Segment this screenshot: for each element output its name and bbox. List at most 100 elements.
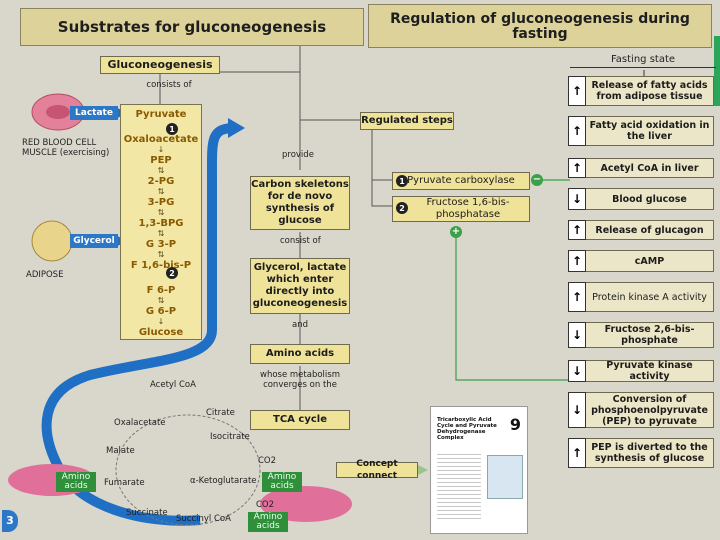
adipose-cell <box>31 220 73 262</box>
fasting-item: ↓Blood glucose <box>568 188 714 210</box>
pathway-f16bp: F 1,6-bis-P <box>130 260 192 271</box>
pathway-arrow: ⇅ <box>157 229 165 238</box>
fbp-label: Fructose 1,6-bis-phosphatase <box>426 197 510 220</box>
adipose-label: ADIPOSE <box>26 270 64 280</box>
inhibit-sign: − <box>531 174 543 186</box>
and-label: and <box>292 320 308 330</box>
fasting-item: ↑Protein kinase A activity <box>568 282 714 312</box>
arrow-up-icon: ↑ <box>568 438 586 468</box>
provide-label: provide <box>282 150 314 160</box>
lactate-label: Lactate <box>70 106 118 120</box>
fbp-connector <box>371 180 392 207</box>
fasting-item: ↑Fatty acid oxidation in the liver <box>568 116 714 146</box>
tca-oxalacetate: Oxalacetate <box>114 418 166 428</box>
right-title: Regulation of gluconeogenesis during fas… <box>368 4 712 48</box>
fasting-item-text: Fatty acid oxidation in the liver <box>586 116 714 146</box>
pathway-arrow: ↓ <box>157 317 165 326</box>
arrow-up-icon: ↑ <box>568 282 586 312</box>
amino-acids-right-2: Amino acids <box>248 512 288 532</box>
amino-acids-left: Amino acids <box>56 472 96 492</box>
fasting-item-text: Release of glucagon <box>586 220 714 240</box>
arrow-down-icon: ↓ <box>568 322 586 348</box>
pathway-glucose: Glucose <box>138 327 184 338</box>
fasting-item-text: cAMP <box>586 250 714 272</box>
glycerol-label: Glycerol <box>70 234 118 248</box>
edge-strip <box>714 36 720 106</box>
amino-acids-right-1: Amino acids <box>262 472 302 492</box>
arrow-down-icon: ↓ <box>568 188 586 210</box>
arrow-up-icon: ↑ <box>568 116 586 146</box>
book-chapter: 9 <box>509 415 521 434</box>
tca-co2-2: CO2 <box>256 500 275 510</box>
step-1-marker: 1 <box>166 123 178 135</box>
pathway-arrow: ⇅ <box>157 166 165 175</box>
fasting-item: ↓Pyruvate kinase activity <box>568 360 714 382</box>
tca-succinate: Succinate <box>126 508 168 518</box>
concept-arrowhead <box>418 465 428 475</box>
pathway-f6p: F 6-P <box>146 285 176 296</box>
fasting-item-text: Blood glucose <box>586 188 714 210</box>
fasting-item: ↑cAMP <box>568 250 714 272</box>
book-figure <box>487 455 523 499</box>
carbon-skeletons-box: Carbon skeletons for de novo synthesis o… <box>250 176 350 230</box>
tca-fumarate: Fumarate <box>104 478 145 488</box>
pathway-arrow: ⇅ <box>157 187 165 196</box>
arrow-down-icon: ↓ <box>568 360 586 382</box>
pc-label: Pyruvate carboxylase <box>407 175 515 186</box>
regulated-steps-box: Regulated steps <box>360 112 454 130</box>
fasting-item: ↓Fructose 2,6-bis-phosphate <box>568 322 714 348</box>
consist-of-label: consist of <box>280 236 321 246</box>
green-line-f26bp <box>455 232 570 381</box>
tca-akg: α-Ketoglutarate <box>190 476 257 486</box>
fasting-header: Fasting state <box>570 54 716 68</box>
pathway-oxaloacetate: Oxaloacetate <box>123 134 199 145</box>
fasting-item-text: Protein kinase A activity <box>586 282 714 312</box>
consists-of-label: consists of <box>146 80 192 90</box>
blue-arrowhead <box>228 118 245 138</box>
left-title: Substrates for gluconeogenesis <box>20 8 364 46</box>
tca-malate: Malate <box>106 446 135 456</box>
arrow-up-icon: ↑ <box>568 220 586 240</box>
arrow-up-icon: ↑ <box>568 158 586 178</box>
pc-connector <box>371 128 392 181</box>
book-title: Tricarboxylic Acid Cycle and Pyruvate De… <box>437 417 497 441</box>
pathway-pyruvate: Pyruvate <box>135 109 187 120</box>
fasting-item: ↓Conversion of phosphoenolpyruvate (PEP)… <box>568 392 714 428</box>
fasting-item: ↑Release of glucagon <box>568 220 714 240</box>
fbpase-box: Fructose 1,6-bis-phosphatase <box>392 196 530 222</box>
pathway-3pg: 3-PG <box>147 197 175 208</box>
pathway-arrow: ↓ <box>157 145 165 154</box>
fasting-item: ↑PEP is diverted to the synthesis of glu… <box>568 438 714 468</box>
activate-sign: + <box>450 226 462 238</box>
pathway-arrow: ⇅ <box>157 208 165 217</box>
page-number: 3 <box>2 510 18 532</box>
fasting-item: ↑Release of fatty acids from adipose tis… <box>568 76 714 106</box>
fasting-item-text: Pyruvate kinase activity <box>586 360 714 382</box>
pathway-box <box>120 104 202 340</box>
pathway-list: Pyruvate Oxaloacetate ↓ PEP ⇅ 2-PG ⇅ 3-P… <box>120 108 202 339</box>
pyruvate-carboxylase-box: Pyruvate carboxylase <box>392 172 530 190</box>
glycerol-lactate-box: Glycerol, lactate which enter directly i… <box>250 258 350 314</box>
tca-co2-1: CO2 <box>258 456 277 466</box>
tca-isocitrate: Isocitrate <box>210 432 250 442</box>
rbc-label: RED BLOOD CELL MUSCLE (exercising) <box>22 138 110 158</box>
fasting-item-text: Acetyl CoA in liver <box>586 158 714 178</box>
fbp-step-marker: 2 <box>396 202 408 214</box>
pathway-13bpg: 1,3-BPG <box>138 218 184 229</box>
whose-metabolism-label: whose metabolism converges on the <box>260 370 340 390</box>
pathway-pep: PEP <box>150 155 172 166</box>
tca-cycle-ring <box>115 414 261 526</box>
fasting-item-text: Release of fatty acids from adipose tiss… <box>586 76 714 106</box>
red-blood-cell-center <box>46 105 70 119</box>
tca-cycle-box: TCA cycle <box>250 410 350 430</box>
arrow-up-icon: ↑ <box>568 76 586 106</box>
tca-succinyl-coa: Succinyl CoA <box>176 514 231 524</box>
pathway-g6p: G 6-P <box>145 306 177 317</box>
pathway-arrow: ⇅ <box>157 296 165 305</box>
fasting-item-text: Fructose 2,6-bis-phosphate <box>586 322 714 348</box>
step-2-marker: 2 <box>166 267 178 279</box>
arrow-down-icon: ↓ <box>568 392 586 428</box>
tca-acetyl-coa: Acetyl CoA <box>150 380 196 390</box>
fasting-item-text: PEP is diverted to the synthesis of gluc… <box>586 438 714 468</box>
